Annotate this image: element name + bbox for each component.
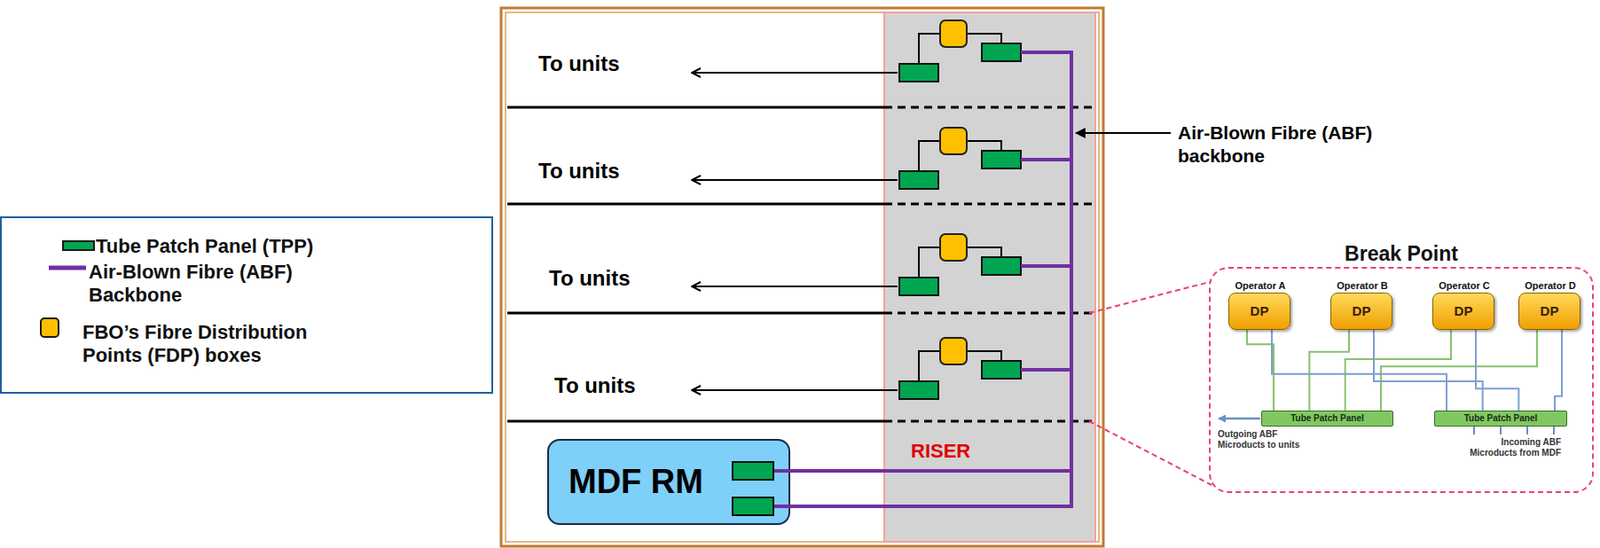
riser-label: RISER [910, 440, 971, 463]
duct-note: Outgoing ABF Microducts to units [1217, 429, 1318, 451]
fibre-route [1373, 329, 1483, 411]
legend-line-sample [48, 263, 87, 273]
fibre-route [1475, 329, 1519, 411]
legend-text: Air-Blown Fibre (ABF) Backbone [88, 260, 373, 307]
incoming-microduct [1474, 426, 1554, 435]
distribution-point-box: Operator BDP [1330, 292, 1393, 330]
abf-backbone [1069, 50, 1074, 509]
callout-label: Air-Blown Fibre (ABF) backbone [1177, 121, 1418, 168]
floor-equipment [691, 234, 1072, 296]
legend-text: FBO’s Fibre Distribution Points (FDP) bo… [82, 321, 367, 368]
fibre-route [1271, 329, 1447, 411]
move-label: To units [554, 373, 636, 399]
legend-swatch [39, 317, 60, 338]
fibre-route [1345, 329, 1451, 411]
box-heading: Operator C [1432, 280, 1497, 292]
box-label: DP [1250, 303, 1270, 319]
legend-line [48, 266, 87, 271]
distribution-point-box: Operator ADP [1228, 292, 1291, 330]
fibre-route [1380, 329, 1538, 411]
floor-equipment [691, 337, 1072, 400]
outgoing-microduct [1218, 417, 1261, 421]
tube-patch-panel: Tube Patch Panel [1261, 410, 1394, 427]
box-label: Tube Patch Panel [1290, 413, 1365, 424]
box-heading: Operator A [1228, 280, 1293, 292]
building-outline [505, 12, 1099, 542]
move-label: To units [549, 266, 631, 291]
box-label: DP [1454, 303, 1474, 319]
fibre-route [1554, 329, 1562, 411]
box-heading: Operator D [1518, 280, 1583, 292]
abf-feed [773, 504, 1072, 509]
fibre-route [1247, 329, 1274, 411]
break-point-inset: Operator ADPOperator BDPOperator CDPOper… [1208, 266, 1594, 494]
abf-feed [773, 469, 1072, 473]
box-heading: Break Point [1210, 242, 1593, 266]
tube-patch-panel: Tube Patch Panel [1434, 410, 1568, 427]
building-outline [501, 7, 1104, 547]
box-label: MDF RM [568, 462, 704, 502]
leader-arrow [1075, 132, 1171, 134]
tube-patch-panel [732, 462, 774, 480]
duct-note: Incoming ABF Microducts from MDF [1454, 437, 1561, 459]
move-label: To units [538, 158, 620, 184]
legend-frame [0, 217, 493, 393]
floor-equipment [691, 20, 1072, 82]
mdf-room-box: MDF RM [547, 439, 791, 526]
box-heading: Operator B [1330, 280, 1395, 292]
zoom-leader [1089, 421, 1214, 487]
tube-patch-panel [732, 497, 774, 516]
legend-swatch [62, 240, 95, 251]
box-label: DP [1540, 303, 1560, 319]
legend-text: Tube Patch Panel (TPP) [95, 235, 380, 259]
box-label: DP [1352, 303, 1372, 319]
distribution-point-box: Operator CDP [1432, 292, 1495, 330]
zoom-leader [1089, 282, 1210, 314]
fibre-route [1309, 329, 1350, 411]
floor-slab [507, 107, 1094, 422]
move-label: To units [538, 51, 620, 77]
distribution-point-box: Operator DDP [1518, 292, 1581, 330]
box-label: Tube Patch Panel [1464, 413, 1538, 424]
floor-equipment [691, 127, 1072, 189]
